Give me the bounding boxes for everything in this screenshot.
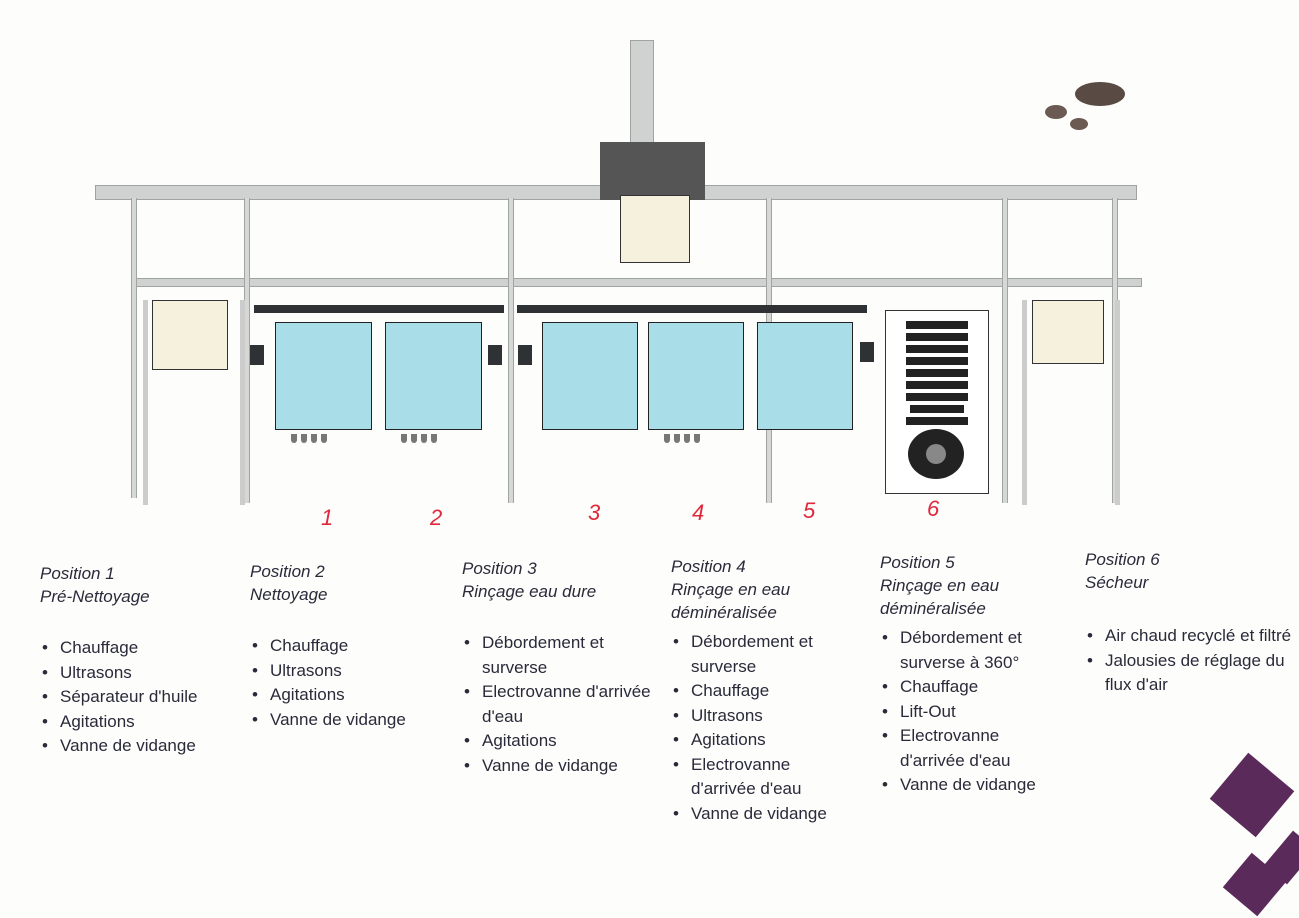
feature-item: Ultrasons <box>250 659 455 684</box>
tank-5 <box>757 322 853 430</box>
feature-item: Electrovanne d'arrivée d'eau <box>880 724 1060 773</box>
part-image <box>1075 82 1125 106</box>
lower-rail <box>135 278 1142 287</box>
feature-item: Agitations <box>462 729 652 754</box>
frame-block <box>860 342 874 362</box>
feature-item: Débordement et surverse <box>671 630 846 679</box>
position-title: Position 4 <box>671 557 746 576</box>
feature-item: Electrovanne d'arrivée d'eau <box>462 680 652 729</box>
feature-item: Electrovanne d'arrivée d'eau <box>671 753 846 802</box>
position-4-description: Position 4 Rinçage en eau déminéralisée D… <box>671 555 846 826</box>
feature-item: Chauffage <box>671 679 846 704</box>
station-number-2: 2 <box>430 505 443 530</box>
ultrasonic-transducers <box>291 430 331 448</box>
tank-3 <box>542 322 638 430</box>
fan-icon <box>908 429 964 479</box>
position-subtitle: Nettoyage <box>250 585 328 604</box>
position-title: Position 2 <box>250 562 325 581</box>
station-number-5: 5 <box>803 498 816 523</box>
chip-image <box>1209 752 1295 838</box>
station-number-6: 6 <box>927 496 940 521</box>
feature-item: Chauffage <box>40 636 245 661</box>
tank-frame <box>517 305 867 313</box>
transfer-basket <box>620 195 690 263</box>
unload-basket <box>1032 300 1104 364</box>
feature-item: Chauffage <box>880 675 1060 700</box>
feature-item: Ultrasons <box>40 661 245 686</box>
ultrasonic-transducers <box>401 430 441 448</box>
feature-item: Vanne de vidange <box>250 708 455 733</box>
frame-block <box>488 345 502 365</box>
dryer <box>885 310 989 494</box>
position-1-description: Position 1 Pré-Nettoyage ChauffageUltraso… <box>40 562 245 759</box>
position-title: Position 5 <box>880 553 955 572</box>
feature-item: Débordement et surverse à 360° <box>880 626 1060 675</box>
tank-frame <box>254 305 504 313</box>
feature-item: Vanne de vidange <box>880 773 1060 798</box>
post <box>508 198 514 503</box>
position-subtitle: Sécheur <box>1085 573 1149 592</box>
position-subtitle: Rinçage eau dure <box>462 582 597 601</box>
feature-item: Air chaud recyclé et filtré <box>1085 624 1295 649</box>
feature-item: Ultrasons <box>671 704 846 729</box>
position-2-description: Position 2 Nettoyage ChauffageUltrasonsAg… <box>250 560 455 732</box>
frame-block <box>250 345 264 365</box>
frame-block <box>518 345 532 365</box>
part-image <box>1070 118 1088 130</box>
feature-item: Vanne de vidange <box>40 734 245 759</box>
feature-item: Débordement et surverse <box>462 631 652 680</box>
station-number-3: 3 <box>588 500 601 525</box>
feature-item: Vanne de vidange <box>671 802 846 827</box>
post <box>131 198 137 498</box>
load-elevator <box>143 300 245 505</box>
post <box>1002 198 1008 503</box>
ultrasonic-transducers <box>664 430 704 448</box>
tank-1 <box>275 322 372 430</box>
hoist-carriage <box>600 142 705 200</box>
position-subtitle: Rinçage en eau déminéralisée <box>671 580 791 622</box>
position-subtitle: Pré-Nettoyage <box>40 587 150 606</box>
hoist-column <box>630 40 654 152</box>
part-image <box>1045 105 1067 119</box>
feature-item: Jalousies de réglage du flux d'air <box>1085 649 1295 698</box>
feature-item: Lift-Out <box>880 700 1060 725</box>
station-number-1: 1 <box>321 505 334 530</box>
position-title: Position 1 <box>40 564 115 583</box>
position-3-description: Position 3 Rinçage eau dure Débordement e… <box>462 557 652 778</box>
position-6-description: Position 6 Sécheur Air chaud recyclé et f… <box>1085 548 1295 698</box>
position-title: Position 6 <box>1085 550 1160 569</box>
feature-item: Chauffage <box>250 634 455 659</box>
load-basket <box>152 300 228 370</box>
position-title: Position 3 <box>462 559 537 578</box>
tank-4 <box>648 322 744 430</box>
tank-2 <box>385 322 482 430</box>
feature-item: Agitations <box>40 710 245 735</box>
position-5-description: Position 5 Rinçage en eau déminéralisée D… <box>880 551 1060 798</box>
position-subtitle: Rinçage en eau déminéralisée <box>880 576 1000 618</box>
unload-elevator <box>1022 300 1120 505</box>
feature-item: Agitations <box>671 728 846 753</box>
feature-item: Séparateur d'huile <box>40 685 245 710</box>
station-number-4: 4 <box>692 500 705 525</box>
feature-item: Agitations <box>250 683 455 708</box>
feature-item: Vanne de vidange <box>462 754 652 779</box>
